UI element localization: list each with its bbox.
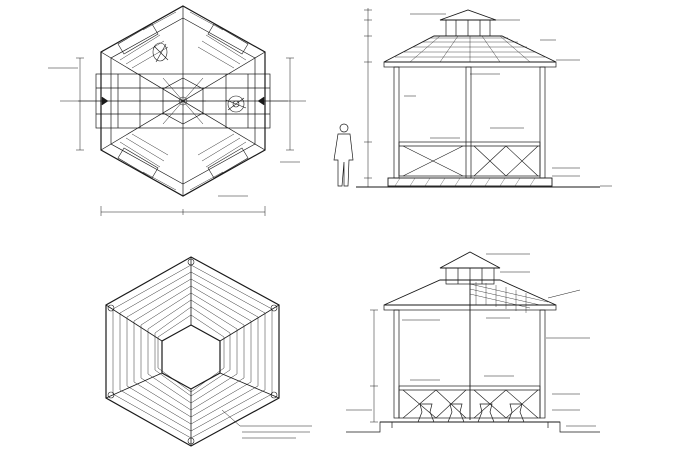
gazebo-front-elevation: [333, 8, 612, 188]
plan-dimension-lines: [48, 57, 306, 216]
section-footing-left: [346, 421, 393, 433]
gazebo-floor-plan: [48, 5, 306, 216]
roof-corner-bolts: [107, 258, 278, 445]
section-roof-tiles: [469, 282, 549, 313]
roof-inner-opening: [161, 324, 221, 390]
section-fascia: [383, 304, 557, 311]
section-railing: [398, 385, 541, 419]
elevation-leaders: [404, 13, 612, 187]
plan-segment-hatching: [119, 11, 247, 191]
elevation-cupola-roof: [439, 9, 497, 21]
elevation-post: [465, 66, 472, 179]
plan-bench: [117, 23, 249, 179]
gazebo-section: [346, 251, 600, 433]
elevation-dimension-chain: [364, 8, 372, 188]
section-stool: [417, 403, 525, 423]
section-cupola-roof: [439, 251, 501, 269]
elevation-railing: [398, 141, 541, 177]
elevation-roof-tiles: [395, 35, 545, 63]
elevation-fascia: [383, 61, 557, 68]
section-footing-right: [547, 421, 600, 433]
elevation-post: [393, 66, 400, 179]
plan-furniture-symbol: [152, 42, 247, 113]
roof-ridge-lines: [105, 257, 280, 446]
gazebo-roof-plan: [105, 256, 312, 447]
human-scale-figure: [333, 123, 354, 187]
section-post: [539, 309, 546, 419]
elevation-post: [539, 66, 546, 179]
plan-floor-rect: [95, 73, 271, 129]
roof-plank-rings: [112, 264, 273, 439]
elevation-railing-cross: [402, 145, 539, 177]
roof-outer-hexagon: [105, 256, 280, 447]
section-dimension-chain: [370, 309, 378, 423]
section-leaders: [346, 253, 596, 427]
section-post: [393, 309, 400, 419]
roof-plan-leader: [221, 409, 312, 439]
plan-radial-pattern: [160, 77, 206, 125]
